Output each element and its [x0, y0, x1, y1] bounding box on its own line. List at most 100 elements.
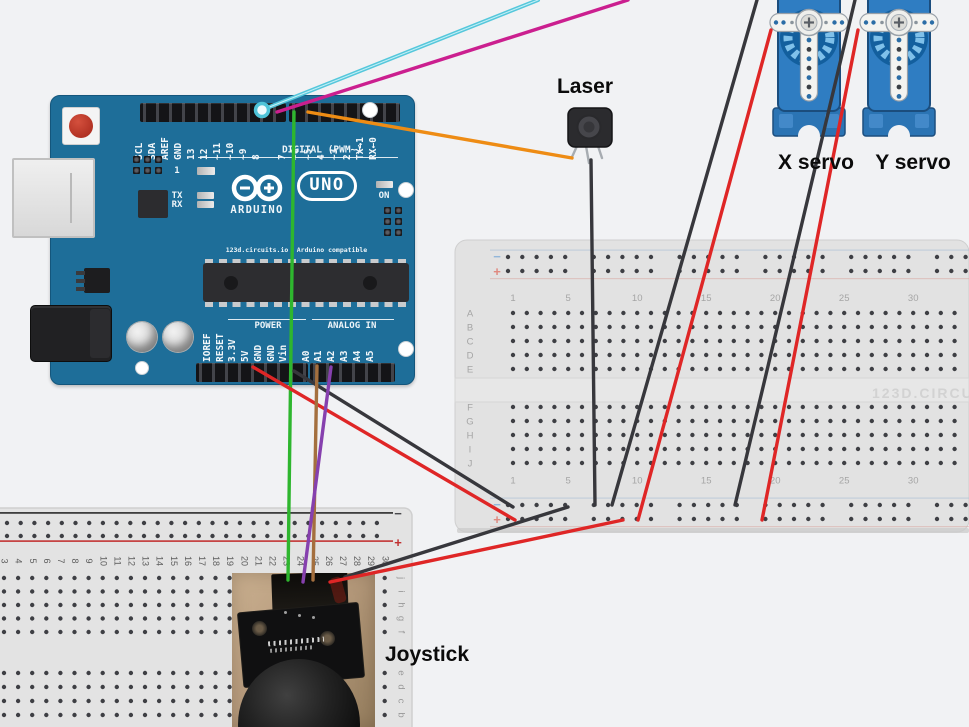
- watermark: 123D.CIRCUITS.IO: [872, 385, 969, 401]
- pin-label-13: 13: [186, 148, 197, 160]
- svg-text:17: 17: [197, 556, 207, 566]
- svg-text:15: 15: [701, 293, 712, 304]
- ic-pins-top: [205, 258, 407, 264]
- svg-text:1: 1: [510, 476, 515, 487]
- svg-text:30: 30: [380, 556, 390, 566]
- svg-text:8: 8: [70, 558, 80, 563]
- icsp-header-1[interactable]: [133, 156, 166, 178]
- credit-text: Arduino compatible: [296, 246, 368, 254]
- svg-text:5: 5: [28, 558, 38, 563]
- wire-servo-y-5v[interactable]: [760, 28, 860, 522]
- wire-joystick-vry[interactable]: [301, 365, 333, 584]
- svg-text:9: 9: [84, 558, 94, 563]
- svg-text:−: −: [394, 506, 402, 521]
- y-servo[interactable]: [859, 0, 939, 147]
- wire-servo-x-gnd[interactable]: [610, 0, 759, 507]
- svg-text:7: 7: [56, 558, 66, 563]
- wire-servo-y-gnd[interactable]: [733, 0, 857, 507]
- svg-text:28: 28: [352, 556, 362, 566]
- svg-text:E: E: [467, 365, 473, 376]
- svg-text:24: 24: [296, 556, 306, 566]
- credit-text: 123d.circuits.io: [225, 246, 289, 254]
- svg-text:I: I: [469, 445, 472, 456]
- pin-label-Vin: Vin: [278, 344, 290, 362]
- icsp-pin: [144, 167, 151, 174]
- svg-text:14: 14: [155, 556, 165, 566]
- svg-text:g: g: [395, 616, 406, 621]
- solder-glint: [312, 616, 315, 619]
- svg-text:27: 27: [338, 556, 348, 566]
- icsp-pin: [155, 167, 162, 174]
- svg-text:26: 26: [324, 556, 334, 566]
- svg-text:25: 25: [839, 293, 850, 304]
- led-label-1: 1: [174, 166, 180, 176]
- ic-pins-bottom: [205, 301, 407, 307]
- svg-text:H: H: [467, 431, 474, 442]
- svg-text:i: i: [395, 590, 406, 592]
- wire-arduino-5v[interactable]: [251, 365, 517, 522]
- reset-button-cap[interactable]: [69, 114, 93, 138]
- led-label-RX: RX: [171, 199, 183, 210]
- capacitor: [163, 322, 193, 352]
- svg-text:J: J: [468, 459, 473, 470]
- arduino-brand: ARDUINO: [230, 204, 284, 216]
- power-header[interactable]: [196, 363, 308, 382]
- svg-text:1: 1: [510, 293, 515, 304]
- voltage-regulator: [84, 268, 110, 293]
- pin-label-8: 8: [251, 153, 262, 160]
- pin-label-A5: A5: [364, 350, 376, 362]
- pin-label-33V: 3.3V: [227, 339, 239, 362]
- svg-text:16: 16: [183, 556, 193, 566]
- wire-joystick-vrx[interactable]: [311, 364, 319, 582]
- icsp-pin: [384, 207, 391, 214]
- x-servo[interactable]: [769, 0, 849, 147]
- svg-text:11: 11: [112, 556, 122, 565]
- breadboard-large[interactable]: 123D.CIRCUITS.IO115510101515202025253030…: [454, 239, 969, 533]
- analog-header[interactable]: [310, 363, 395, 382]
- joystick-module-photo[interactable]: [232, 573, 375, 727]
- icsp-pin: [144, 156, 151, 163]
- pin-label-GND: GND: [252, 344, 264, 362]
- on-label: ON: [378, 191, 390, 201]
- pin-label-RX0: RX←0: [367, 136, 379, 160]
- svg-text:15: 15: [701, 476, 712, 487]
- power-jack-front: [90, 309, 110, 358]
- mounting-hole: [398, 341, 414, 357]
- svg-text:B: B: [467, 323, 473, 334]
- chip-dimple: [363, 276, 377, 290]
- servos: [769, 0, 939, 147]
- wire-arduino-gnd[interactable]: [292, 369, 515, 509]
- svg-text:6: 6: [42, 558, 52, 563]
- wire-servo-y-signal[interactable]: [275, 0, 630, 114]
- svg-text:f: f: [395, 631, 406, 634]
- icsp-pin: [384, 218, 391, 225]
- wire-joystick-gnd[interactable]: [343, 505, 570, 579]
- svg-text:30: 30: [908, 476, 919, 487]
- digital-caption: DIGITAL (PWM~): [281, 144, 363, 156]
- arduino-logo-icon: [231, 174, 283, 202]
- wire-laser-signal[interactable]: [306, 110, 574, 160]
- pcb-hole: [252, 621, 267, 636]
- pin-label-A0: A0: [300, 350, 312, 362]
- icsp-pin: [133, 156, 140, 163]
- model-badge: UNO: [297, 171, 357, 201]
- pin-label-A3: A3: [338, 350, 350, 362]
- pin-label-IOREF: IOREF: [202, 333, 213, 362]
- wire-servo-x-5v[interactable]: [636, 28, 773, 522]
- wire-joystick-sw[interactable]: [286, 110, 296, 582]
- svg-text:20: 20: [239, 556, 249, 566]
- icsp-header-2[interactable]: [384, 207, 406, 240]
- svg-text:c: c: [395, 699, 406, 704]
- wire-laser-gnd[interactable]: [589, 158, 597, 507]
- svg-text:13: 13: [141, 556, 151, 566]
- digital-header-left[interactable]: [140, 103, 286, 122]
- icsp-pin: [395, 218, 402, 225]
- wire-joystick-5v[interactable]: [328, 518, 625, 584]
- svg-text:h: h: [395, 602, 406, 607]
- icsp-pin: [155, 156, 162, 163]
- chip-dimple: [224, 276, 238, 290]
- pin-label-GND: GND: [173, 142, 184, 160]
- led-RX: [197, 200, 214, 208]
- pin-label-A4: A4: [351, 350, 363, 362]
- laser-module[interactable]: [556, 96, 624, 176]
